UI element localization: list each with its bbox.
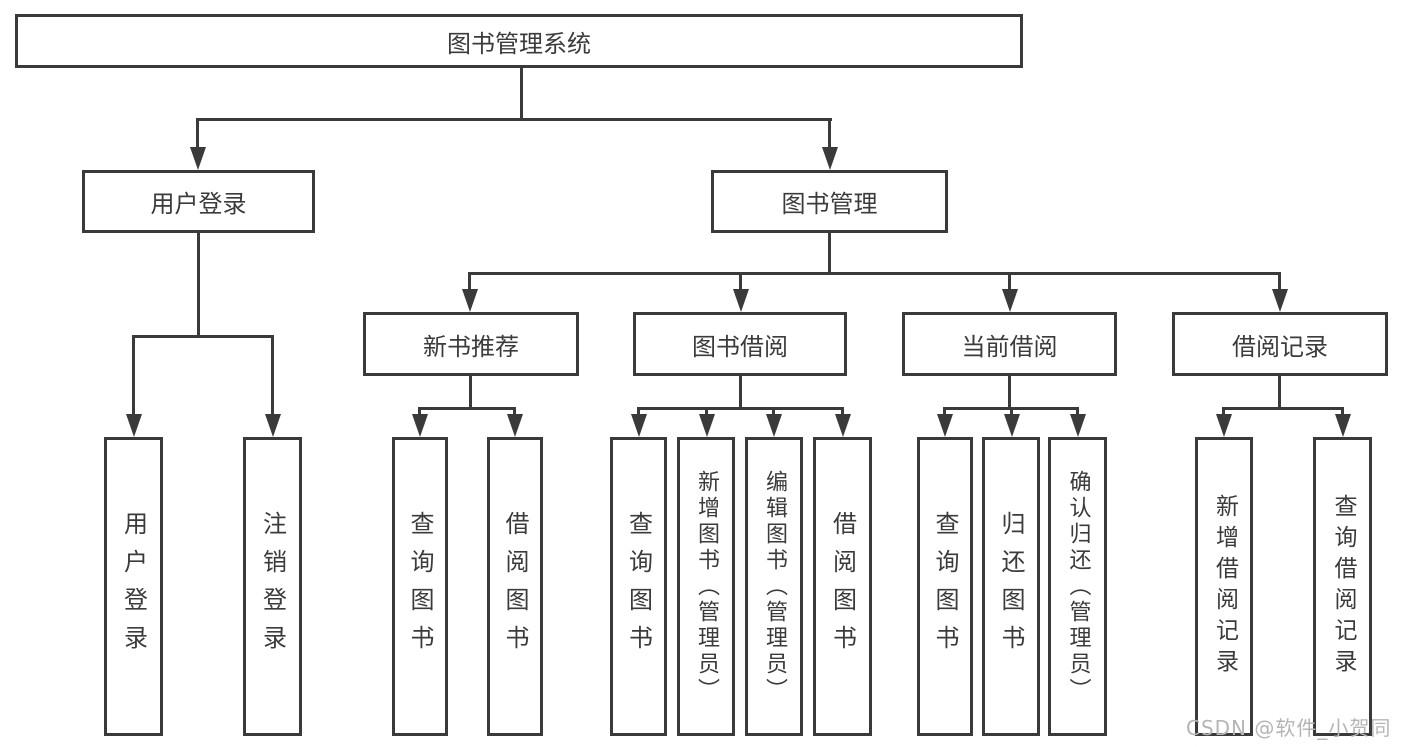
arrow-down-current-child-2 bbox=[1010, 407, 1013, 414]
leaf-query-books-current: 查询图书 bbox=[917, 437, 973, 736]
arrow-down-to-current-borrowing bbox=[1008, 272, 1011, 289]
leaf-logout: 注销登录 bbox=[243, 437, 302, 736]
connector-user-login-stem bbox=[197, 233, 200, 335]
connector-user-login-split bbox=[132, 335, 274, 338]
leaf-borrow-books-recommend: 借阅图书 bbox=[487, 437, 543, 736]
connector-records-split bbox=[1222, 407, 1342, 410]
connector-borrowing-stem bbox=[739, 376, 742, 407]
arrow-down-to-leaf-logout bbox=[271, 335, 274, 414]
arrow-down-borrowing-child-3 bbox=[772, 407, 775, 414]
leaf-return-books: 归还图书 bbox=[982, 437, 1040, 736]
connector-book-mgmt-stem bbox=[828, 233, 831, 272]
leaf-query-books-recommend: 查询图书 bbox=[392, 437, 448, 736]
arrow-down-borrowing-child-4 bbox=[841, 407, 844, 414]
arrow-down-to-new-book-recommend bbox=[468, 272, 471, 289]
connector-borrowing-split bbox=[637, 407, 844, 410]
connector-book-mgmt-split bbox=[468, 272, 1280, 275]
arrow-down-to-book-management bbox=[828, 118, 831, 147]
node-library-management-system: 图书管理系统 bbox=[15, 14, 1023, 68]
leaf-add-book-admin: 新增图书（管理员） bbox=[677, 437, 735, 736]
arrow-down-recommend-child-1 bbox=[418, 407, 421, 414]
connector-recommend-split bbox=[418, 407, 516, 410]
node-borrow-records: 借阅记录 bbox=[1172, 312, 1388, 376]
arrow-down-to-leaf-user-login bbox=[132, 335, 135, 414]
leaf-edit-book-admin: 编辑图书（管理员） bbox=[745, 437, 803, 736]
arrow-down-recommend-child-2 bbox=[513, 407, 516, 414]
connector-root-split bbox=[196, 118, 832, 121]
connector-records-stem bbox=[1278, 376, 1281, 407]
connector-recommend-stem bbox=[469, 376, 472, 407]
node-book-management: 图书管理 bbox=[711, 170, 948, 233]
arrow-down-current-child-1 bbox=[943, 407, 946, 414]
connector-current-stem bbox=[1008, 376, 1011, 407]
leaf-query-borrow-record: 查询借阅记录 bbox=[1313, 437, 1372, 736]
leaf-add-borrow-record: 新增借阅记录 bbox=[1195, 437, 1253, 736]
leaf-user-login: 用户登录 bbox=[104, 437, 163, 736]
arrow-down-borrowing-child-1 bbox=[637, 407, 640, 414]
csdn-watermark: CSDN @软件_小贺同学 bbox=[1186, 716, 1392, 747]
connector-root-stem bbox=[520, 67, 523, 118]
arrow-down-records-child-2 bbox=[1341, 407, 1344, 414]
node-new-book-recommend: 新书推荐 bbox=[363, 312, 579, 376]
arrow-down-records-child-1 bbox=[1222, 407, 1225, 414]
arrow-down-to-book-borrowing bbox=[739, 272, 742, 289]
node-book-borrowing: 图书借阅 bbox=[633, 312, 847, 376]
arrow-down-to-borrow-records bbox=[1278, 272, 1281, 289]
node-user-login: 用户登录 bbox=[82, 170, 315, 233]
leaf-confirm-return-admin: 确认归还（管理员） bbox=[1048, 437, 1107, 736]
leaf-borrow-books-borrowing: 借阅图书 bbox=[813, 437, 872, 736]
arrow-down-borrowing-child-2 bbox=[705, 407, 708, 414]
leaf-query-books-borrowing: 查询图书 bbox=[610, 437, 667, 736]
node-current-borrowing: 当前借阅 bbox=[902, 312, 1117, 376]
arrow-down-to-user-login bbox=[196, 118, 199, 147]
arrow-down-current-child-3 bbox=[1076, 407, 1079, 414]
